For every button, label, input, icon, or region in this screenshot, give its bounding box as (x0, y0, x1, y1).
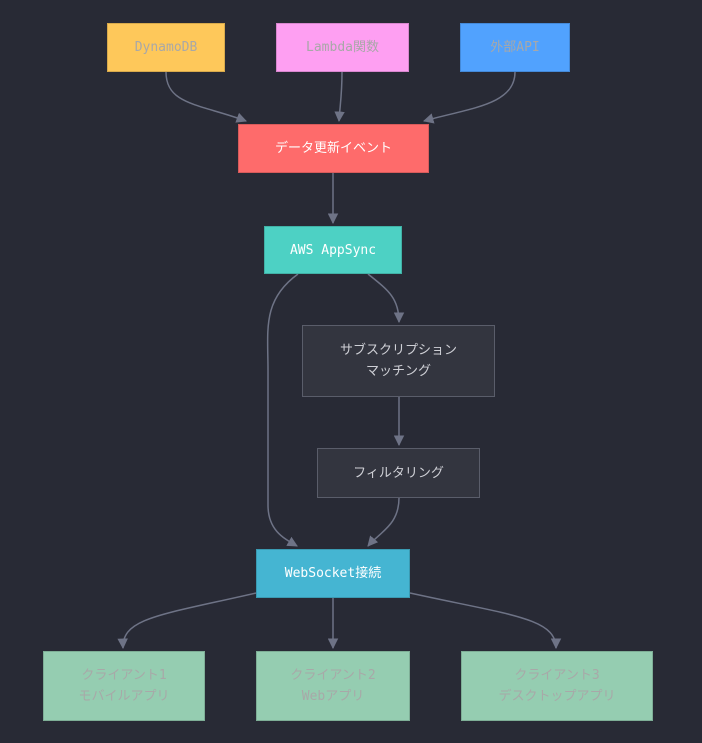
edge-ws-to-client1 (117, 592, 257, 650)
edge-ws-to-client3 (409, 592, 562, 650)
edge-extapi-to-event (422, 71, 516, 124)
node-subscription-matching: サブスクリプション マッチング (302, 325, 495, 397)
node-external-api: 外部API (460, 23, 570, 72)
node-client-1: クライアント1 モバイルアプリ (43, 651, 205, 721)
node-aws-appsync: AWS AppSync (264, 226, 402, 274)
node-websocket-connection-label: WebSocket接続 (284, 566, 382, 581)
node-client-3-line-1: クライアント3 (514, 668, 600, 683)
node-client-3: クライアント3 デスクトップアプリ (461, 651, 653, 721)
node-websocket-connection: WebSocket接続 (256, 549, 410, 598)
edge-appsync-to-match (367, 273, 405, 324)
node-filtering-label: フィルタリング (353, 465, 444, 481)
edge-lambda-to-event (334, 71, 345, 123)
node-external-api-label: 外部API (490, 40, 540, 55)
node-client-3-line-2: デスクトップアプリ (498, 689, 616, 704)
node-data-update-event-label: データ更新イベント (274, 141, 392, 156)
node-aws-appsync-label: AWS AppSync (289, 242, 377, 258)
node-lambda-function: Lambda関数 (276, 23, 409, 72)
node-client-2-line-1: クライアント2 (290, 668, 376, 683)
node-client-2: クライアント2 Webアプリ (256, 651, 410, 721)
node-subscription-matching-line-1: サブスクリプション (339, 343, 457, 358)
edge-filter-to-ws (367, 497, 400, 547)
node-dynamodb-label: DynamoDB (134, 40, 198, 55)
node-client-1-line-2: モバイルアプリ (78, 689, 170, 704)
node-filtering: フィルタリング (317, 448, 480, 498)
node-lambda-function-label: Lambda関数 (306, 40, 379, 55)
node-client-2-line-2: Webアプリ (301, 689, 365, 704)
node-subscription-matching-line-2: マッチング (365, 364, 431, 379)
edge-appsync-to-ws (266, 273, 299, 547)
edge-dynamodb-to-event (165, 71, 247, 123)
node-dynamodb: DynamoDB (107, 23, 225, 72)
node-data-update-event: データ更新イベント (238, 124, 429, 173)
node-client-1-line-1: クライアント1 (81, 668, 167, 683)
